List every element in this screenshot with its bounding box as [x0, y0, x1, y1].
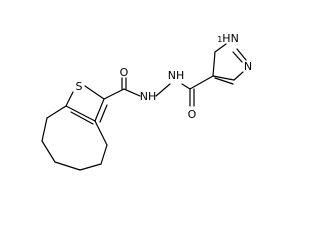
- bond: [212, 75, 235, 81]
- bond: [65, 105, 96, 122]
- bond: [94, 120, 108, 146]
- carbonyl-oxygen-label: O: [120, 66, 129, 79]
- pyrazole-nitrogen-label: N: [244, 60, 252, 73]
- bond: [79, 163, 102, 171]
- bond: [100, 144, 108, 165]
- atom-labels: S O NH NH O N 1HN: [76, 32, 253, 121]
- sulfur-atom-label: S: [76, 80, 83, 93]
- pyrazole-h-label: H: [222, 32, 230, 45]
- bond: [214, 77, 234, 85]
- bond: [54, 161, 81, 171]
- bond: [70, 111, 94, 125]
- pyrazole-nh-label: 1HN: [217, 32, 239, 45]
- hydrazide-nh-label: NH: [140, 90, 157, 103]
- bond: [181, 83, 191, 90]
- bond: [65, 91, 74, 107]
- bond: [212, 51, 216, 77]
- hydrazide-nh-label: NH: [168, 69, 185, 82]
- bond: [41, 140, 56, 163]
- bond: [41, 117, 48, 142]
- bond: [214, 43, 227, 53]
- bonds: [41, 43, 247, 171]
- bond: [155, 83, 171, 97]
- molecule-diagram: S O NH NH O N 1HN: [41, 32, 253, 171]
- bond: [232, 51, 243, 63]
- pyrazole-n-label: N: [231, 32, 239, 45]
- bond: [233, 71, 244, 81]
- carbonyl-oxygen-label: O: [188, 108, 197, 121]
- bond: [46, 105, 67, 119]
- bond: [84, 85, 105, 100]
- bond: [103, 88, 125, 100]
- structure-canvas: S O NH NH O N 1HN: [41, 32, 253, 171]
- bond: [189, 75, 214, 90]
- bond: [99, 104, 108, 123]
- bond: [94, 98, 105, 122]
- bond: [236, 48, 247, 61]
- bond: [123, 88, 141, 97]
